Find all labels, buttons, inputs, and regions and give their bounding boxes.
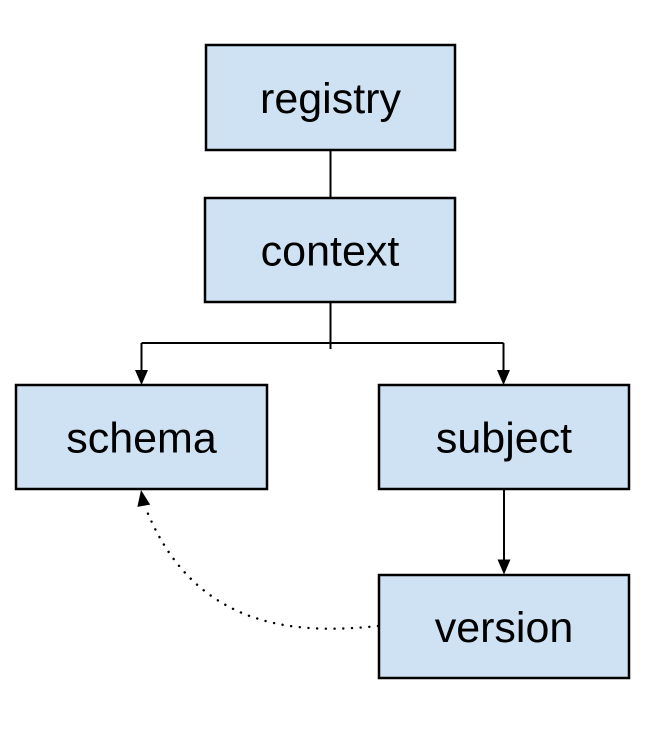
node-context-box	[203, 196, 457, 304]
node-registry: registry	[204, 43, 457, 152]
node-subject: subject	[377, 383, 631, 491]
node-subject-box	[377, 383, 631, 491]
node-context-label: context	[261, 227, 400, 275]
edge-subject-version	[497, 489, 511, 575]
node-registry-label: registry	[260, 75, 401, 123]
edge-context-branch	[135, 302, 510, 385]
node-version: version	[377, 573, 631, 680]
edge-version-schema-curve	[144, 507, 380, 630]
arrowhead-into-subject-top-icon	[497, 370, 510, 385]
arrowhead-into-version-top-icon	[497, 559, 511, 575]
node-registry-box	[204, 43, 457, 152]
node-subject-label: subject	[436, 414, 572, 462]
arrowhead-into-schema-top-icon	[135, 370, 148, 385]
node-schema-label: schema	[66, 414, 217, 462]
node-schema-box	[14, 383, 269, 491]
edge-version-schema-dotted	[137, 490, 380, 630]
node-context: context	[203, 196, 457, 304]
node-version-box	[377, 573, 631, 680]
node-schema: schema	[14, 383, 269, 491]
arrowhead-into-schema-bottom-icon	[137, 490, 151, 507]
node-version-label: version	[435, 604, 574, 652]
